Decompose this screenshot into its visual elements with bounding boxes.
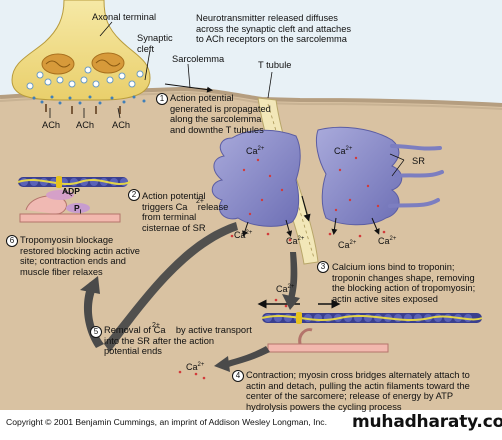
watermark: muhadharaty.com: [352, 412, 502, 432]
axonal-terminal-label: Axonal terminal: [92, 12, 157, 22]
step-6-marker: 6: [6, 235, 18, 247]
ca-label: Ca2+: [338, 240, 357, 250]
sarcolemma-label: Sarcolemma: [172, 54, 225, 64]
t-tubule-label: T tubule: [258, 60, 292, 70]
pi-label: Pi: [74, 203, 82, 216]
neurotransmitter-note: Neurotransmitter released diffuses acros…: [196, 13, 352, 45]
step-3-marker: 3: [317, 261, 329, 273]
sr-terminal-cisterna-left: [211, 129, 301, 227]
step-5-ca-superscript: 2+: [152, 322, 160, 329]
step-5-marker: 5: [90, 326, 102, 338]
step-1-text: Action potential generated is propagated…: [170, 93, 271, 135]
step-3-text: Calcium ions bind to troponin; troponin …: [332, 262, 476, 304]
thin-filament-relaxed: [17, 176, 131, 188]
ca-label: Ca2+: [246, 146, 265, 156]
axonal-terminal-body: [11, 0, 151, 101]
ach-label: ACh: [112, 120, 131, 130]
step-2-marker: 2: [128, 189, 140, 201]
adp-label: ADP: [62, 186, 80, 196]
step-5-text: Removal of Ca by active transport into t…: [104, 325, 252, 357]
ach-label: ACh: [42, 120, 61, 130]
synaptic-cleft-label: Synaptic cleft: [137, 33, 173, 54]
step-2-ca-superscript: 2+: [196, 198, 204, 205]
cross-bridge: [298, 328, 313, 345]
calcium-ions: [178, 156, 386, 380]
step-1-marker: 1: [156, 93, 168, 105]
synaptic-vesicles: [26, 66, 144, 90]
copyright-notice: Copyright © 2001 Benjamin Cummings, an i…: [6, 417, 327, 427]
ca-label: Ca2+: [186, 362, 205, 372]
ca-label: Ca2+: [286, 236, 305, 246]
myosin-thick-filament: [267, 343, 389, 353]
step-6-text: Tropomyosin blockage restored blocking a…: [20, 235, 140, 277]
step-4-marker: 4: [232, 370, 244, 382]
ca-label: Ca2+: [234, 230, 253, 240]
myosin-head: [25, 195, 67, 215]
sr-label: SR: [412, 156, 425, 166]
ach-molecules: [32, 95, 146, 105]
ach-label: ACh: [76, 120, 95, 130]
ca-label: Ca2+: [378, 236, 397, 246]
ap-arrow: [164, 83, 213, 93]
step-4-text: Contraction; myosin cross bridges altern…: [246, 370, 470, 412]
cycle-arrows: [80, 222, 300, 372]
thin-filament-active: [261, 312, 483, 324]
sr-terminal-cisterna-right: [315, 126, 403, 226]
ca-label: Ca2+: [276, 284, 295, 294]
step-2-text: Action potential triggers Ca release fro…: [142, 191, 229, 233]
ach-receptors: [45, 104, 121, 114]
ca-label: Ca2+: [334, 146, 353, 156]
